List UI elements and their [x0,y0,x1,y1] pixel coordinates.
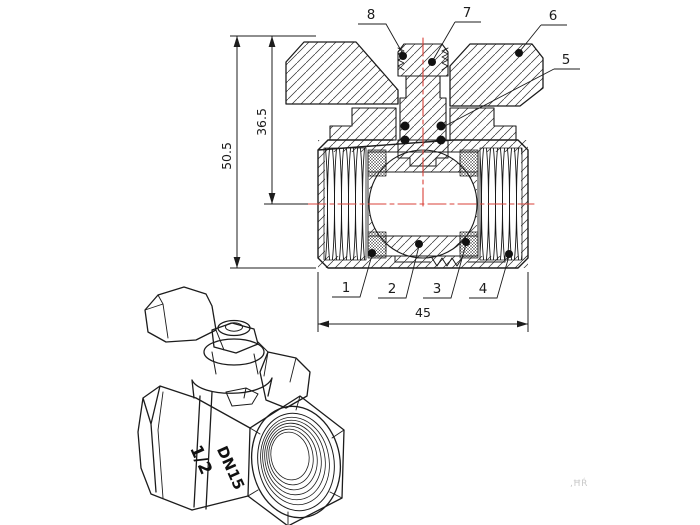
callout-8: 8 [367,7,376,23]
callout-1: 1 [342,280,351,296]
iso-threads [260,416,330,506]
dim-center-height: 36.5 [254,108,269,136]
callout-leaders [332,21,580,299]
handle-wing-left [285,41,399,105]
section-view [285,37,544,269]
callout-3: 3 [433,281,442,297]
o-ring-seals [400,121,446,145]
dimensions [230,35,529,332]
iso-washer [203,338,265,366]
callout-5: 5 [562,52,571,68]
handle-wing-right [449,43,544,107]
iso-view [137,286,345,525]
iso-face-outer [250,405,342,519]
callout-4: 4 [479,281,488,297]
bonnet-left [329,107,397,141]
iso-face-ring [257,412,335,512]
dim-overall-height: 50.5 [219,142,234,170]
dim-overall-width: 45 [415,305,431,320]
iso-hex-end-left [137,385,197,511]
iso-body-mid [191,391,251,511]
dimension-labels: 50.5 36.5 45 [219,108,431,320]
callout-2: 2 [388,281,397,297]
iso-stem-cap [217,319,251,337]
iso-stop-tab [225,387,259,407]
watermark-mark: ,ĦŔ [570,477,587,489]
callout-6: 6 [549,8,558,24]
callout-7: 7 [463,5,472,21]
iso-collar [191,377,273,399]
iso-handle-wing-left [144,286,217,343]
callout-labels: 8 7 6 5 1 2 3 4 [342,5,571,297]
iso-handle-wing-right [259,351,311,409]
iso-stem-hole [225,322,243,332]
bottom-detail [394,255,506,267]
callout-dots [368,49,523,258]
iso-marking-size: 1/2 [185,442,215,477]
iso-marking-dn: DN15 [213,443,248,492]
bonnet-right [449,107,517,141]
centerlines [307,37,535,211]
